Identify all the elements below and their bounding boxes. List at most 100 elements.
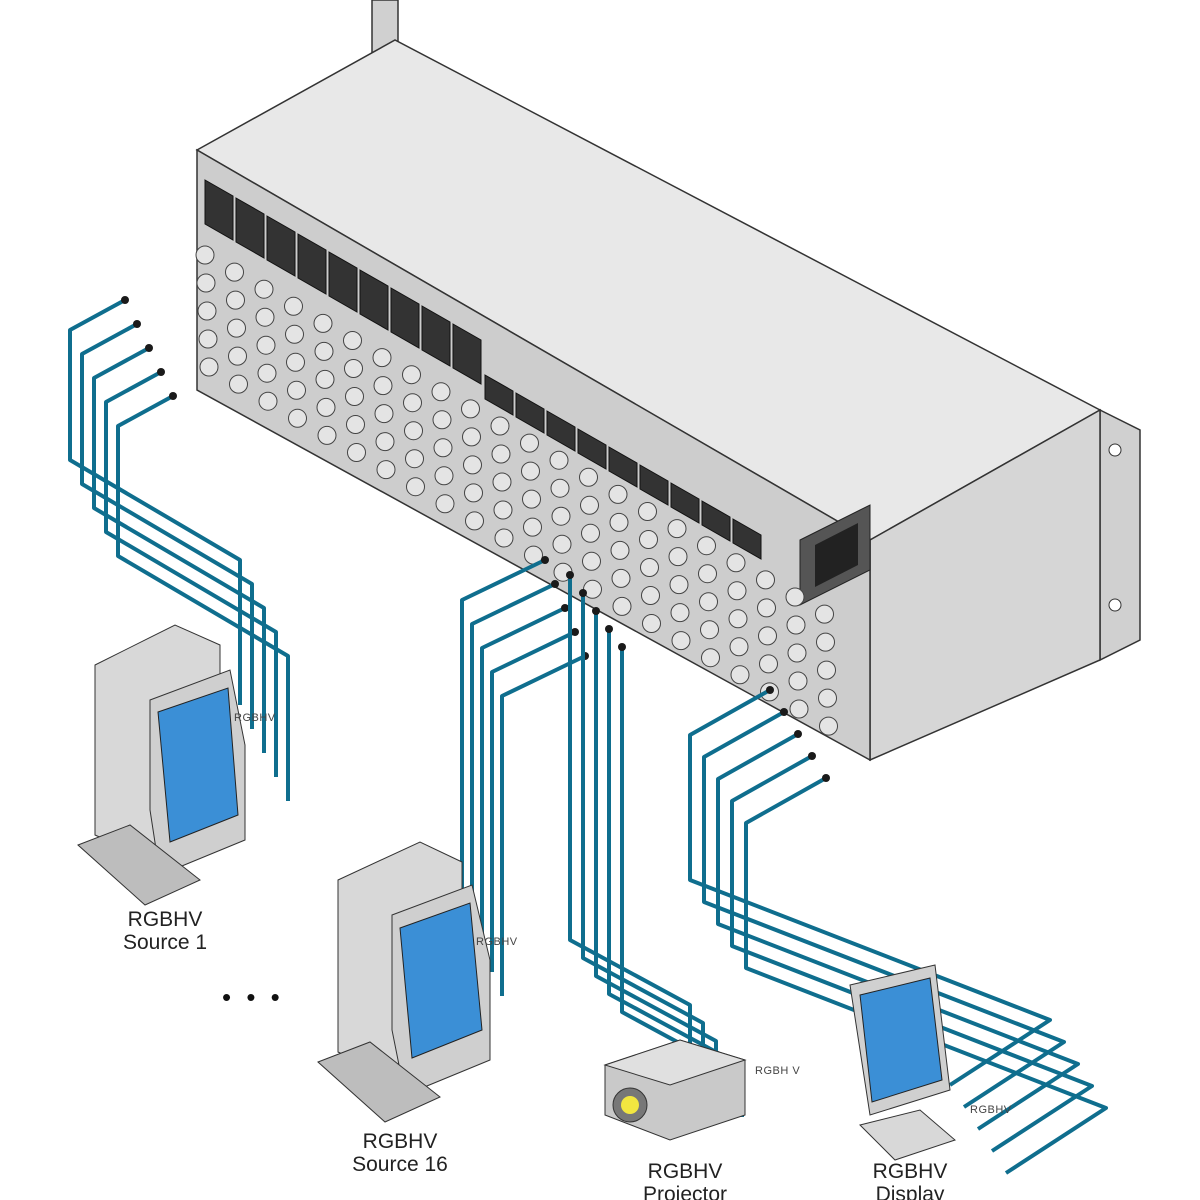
bnc-connector xyxy=(787,643,807,663)
cable-source-1 xyxy=(104,370,278,777)
bnc-plug xyxy=(579,589,587,597)
cable-display xyxy=(730,754,1094,1153)
bnc-connector xyxy=(376,460,396,480)
bnc-connector xyxy=(758,626,777,646)
cable-source-1 xyxy=(92,346,266,753)
bnc-connector xyxy=(523,517,542,537)
cable-source-16 xyxy=(500,654,586,996)
cable-projector xyxy=(594,611,718,1081)
bnc-connector xyxy=(434,466,454,486)
terminal-block xyxy=(297,233,327,295)
bnc-connector xyxy=(313,313,333,333)
bnc-connector xyxy=(432,410,452,430)
terminal-block xyxy=(515,392,545,434)
bnc-connector xyxy=(817,660,836,680)
bnc-connector xyxy=(254,279,274,299)
bnc-connector xyxy=(816,632,835,652)
projector-subtitle: Projector xyxy=(642,1183,728,1200)
display-subtitle: Display xyxy=(875,1183,945,1200)
terminal-block xyxy=(639,464,669,506)
bnc-connector xyxy=(522,489,541,509)
bnc-connector xyxy=(490,416,510,436)
bnc-plug xyxy=(780,708,788,716)
bnc-connector xyxy=(228,346,247,366)
bnc-connector xyxy=(344,359,363,378)
bnc-connector xyxy=(667,519,687,539)
terminal-block xyxy=(732,518,762,560)
bnc-connector xyxy=(551,506,571,526)
bnc-connector xyxy=(375,432,395,452)
source-1-subtitle: Source 1 xyxy=(122,931,208,954)
bnc-plug xyxy=(561,604,569,612)
bnc-connector xyxy=(671,631,691,651)
bnc-connector xyxy=(373,376,393,396)
keyboard xyxy=(77,824,201,906)
bnc-plug xyxy=(808,752,816,760)
bnc-connector xyxy=(229,374,248,394)
bnc-connector xyxy=(435,494,455,514)
terminal-block xyxy=(235,197,265,259)
bnc-connector xyxy=(372,348,392,368)
bnc-connector xyxy=(345,387,364,406)
cable-projector xyxy=(607,629,731,1099)
keyboard xyxy=(317,1041,441,1123)
cable-source-1 xyxy=(68,298,242,705)
bnc-connector xyxy=(404,421,423,441)
bnc-connector xyxy=(612,596,632,616)
bnc-connector xyxy=(521,461,540,481)
bnc-connector xyxy=(549,450,569,470)
bnc-connector xyxy=(463,455,482,475)
cable-source-16 xyxy=(480,606,566,948)
bnc-connector xyxy=(640,558,659,577)
bnc-connector xyxy=(314,341,334,361)
source-1-cable-label: RGBHV xyxy=(234,712,276,724)
bnc-connector xyxy=(610,540,630,560)
bnc-connector xyxy=(699,592,718,612)
projector-cable-label: RGBH V xyxy=(755,1065,801,1077)
bnc-plug xyxy=(541,556,549,564)
bnc-connector xyxy=(316,397,336,417)
display-title: RGBHV xyxy=(872,1160,948,1183)
bnc-connector xyxy=(641,586,660,605)
bnc-connector xyxy=(197,301,217,321)
matrix-switcher-chassis xyxy=(195,0,1141,762)
bnc-plug xyxy=(794,730,802,738)
display-label: RGBHV Display xyxy=(845,1160,975,1200)
bnc-connector xyxy=(550,478,570,498)
bnc-connector xyxy=(730,665,750,685)
bnc-connector xyxy=(788,671,808,691)
monitor-screen xyxy=(399,902,483,1059)
bnc-connector xyxy=(491,444,511,464)
bnc-connector xyxy=(642,614,661,633)
bnc-connector xyxy=(492,472,512,492)
bnc-plug xyxy=(121,296,129,304)
bnc-connector xyxy=(520,433,539,453)
source-1-label: RGBHV Source 1 xyxy=(100,908,230,954)
bnc-connector xyxy=(465,511,484,531)
cable-source-1 xyxy=(116,394,290,801)
bnc-connector xyxy=(403,393,422,413)
cable-projector xyxy=(581,593,705,1063)
terminal-block xyxy=(421,305,451,367)
bnc-connector xyxy=(317,425,337,445)
bnc-connector xyxy=(464,483,483,503)
bnc-connector xyxy=(580,495,599,515)
bnc-connector xyxy=(609,512,629,532)
terminal-block xyxy=(484,374,514,416)
terminal-block xyxy=(390,287,420,349)
bnc-connector xyxy=(227,318,246,338)
bnc-connector xyxy=(405,449,424,469)
bnc-connector xyxy=(582,551,601,571)
bnc-connector xyxy=(552,534,572,554)
bnc-connector xyxy=(402,365,421,385)
bnc-connector xyxy=(756,570,775,590)
display-screen xyxy=(859,977,943,1103)
bnc-connector xyxy=(727,581,747,601)
bnc-connector xyxy=(700,620,719,640)
terminal-block xyxy=(701,500,731,542)
bnc-connector xyxy=(406,477,425,497)
bnc-plug xyxy=(571,628,579,636)
bnc-connector xyxy=(493,500,513,520)
bnc-plug xyxy=(618,643,626,651)
